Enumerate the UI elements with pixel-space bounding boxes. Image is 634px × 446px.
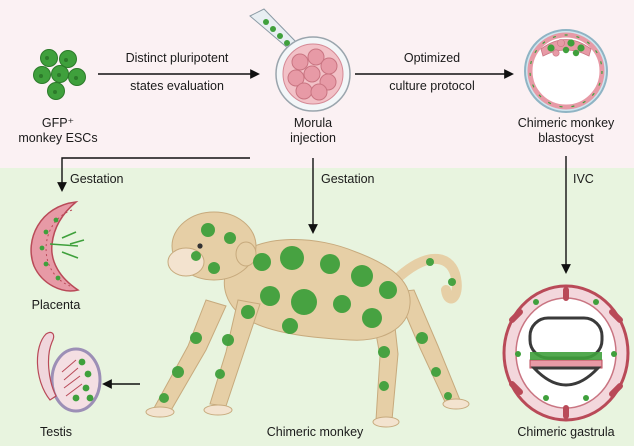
arrow2-label-line1: Optimized [404,51,460,65]
escs-label-line1: GFP⁺ [42,116,74,130]
monkey-label: Chimeric monkey [267,425,364,439]
blastocyst-label-line2: blastocyst [538,131,594,145]
morula-icon [275,36,351,112]
testis-icon [36,331,102,413]
placenta-icon [30,200,85,292]
arrow1-label-line1: Distinct pluripotent [126,51,229,65]
blastocyst-icon [524,29,608,113]
gfp-spots [159,223,456,403]
gastrula-icon [502,284,630,422]
morula-label-line2: injection [290,131,336,145]
pipette-icon [249,8,299,51]
blastocyst-label-line1: Chimeric monkey [518,116,615,130]
placenta-label: Placenta [32,298,81,312]
arrow1-label-line2: states evaluation [130,79,224,93]
gastrula-label: Chimeric gastrula [517,425,614,439]
arrow-placenta-label: Gestation [70,172,124,186]
arrow-gastrula-label: IVC [573,172,594,186]
morula-label-line1: Morula [294,116,332,130]
esc-cluster-icon [33,49,86,100]
testis-label: Testis [40,425,72,439]
monkey-icon [145,211,470,428]
escs-label-line2: monkey ESCs [18,131,97,145]
arrow-to-placenta [57,157,250,192]
arrow2-label-line2: culture protocol [389,79,474,93]
arrow-monkey-label: Gestation [321,172,375,186]
